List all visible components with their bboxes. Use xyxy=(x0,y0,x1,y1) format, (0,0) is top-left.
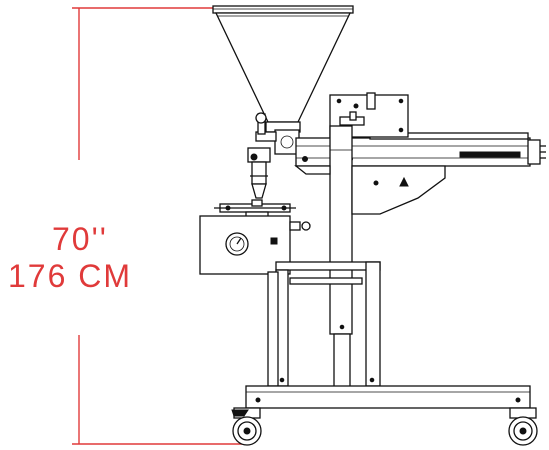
support-bracket xyxy=(294,165,446,215)
height-inches-label: 70'' xyxy=(52,221,108,257)
height-dimension: 70'' 176 CM xyxy=(8,7,245,445)
vertical-column xyxy=(329,125,353,391)
hopper-rim xyxy=(212,5,354,14)
caster-left xyxy=(231,407,262,446)
nozzle-tube xyxy=(251,161,267,185)
column-upper xyxy=(329,125,353,335)
gauge-box xyxy=(199,215,311,275)
frame-front-post xyxy=(267,271,279,387)
column-lower xyxy=(333,333,351,391)
gauge-box-panel xyxy=(199,215,291,275)
caster-brake xyxy=(231,409,249,417)
bracket-arm xyxy=(294,165,331,175)
frame-right-leg xyxy=(365,261,381,387)
bracket-plate xyxy=(351,165,446,215)
hopper xyxy=(212,5,354,133)
container-tray xyxy=(214,199,296,218)
base-frame xyxy=(245,261,531,409)
cylinder-end-cap xyxy=(527,139,541,165)
side-knob xyxy=(301,221,311,231)
frame-top-crossbar xyxy=(275,261,381,271)
caster-right xyxy=(508,407,538,446)
base-platform xyxy=(245,385,531,409)
pressure-gauge-icon xyxy=(225,232,249,256)
indicator-square xyxy=(270,237,278,245)
height-cm-label: 176 CM xyxy=(8,258,132,294)
valve-body xyxy=(274,129,300,155)
nozzle-tip xyxy=(251,183,267,199)
filling-valve xyxy=(247,112,300,199)
frame-mid-bar xyxy=(289,277,363,285)
valve-handle xyxy=(255,131,277,142)
control-knob xyxy=(366,92,376,110)
cylinder-rod xyxy=(459,151,521,158)
